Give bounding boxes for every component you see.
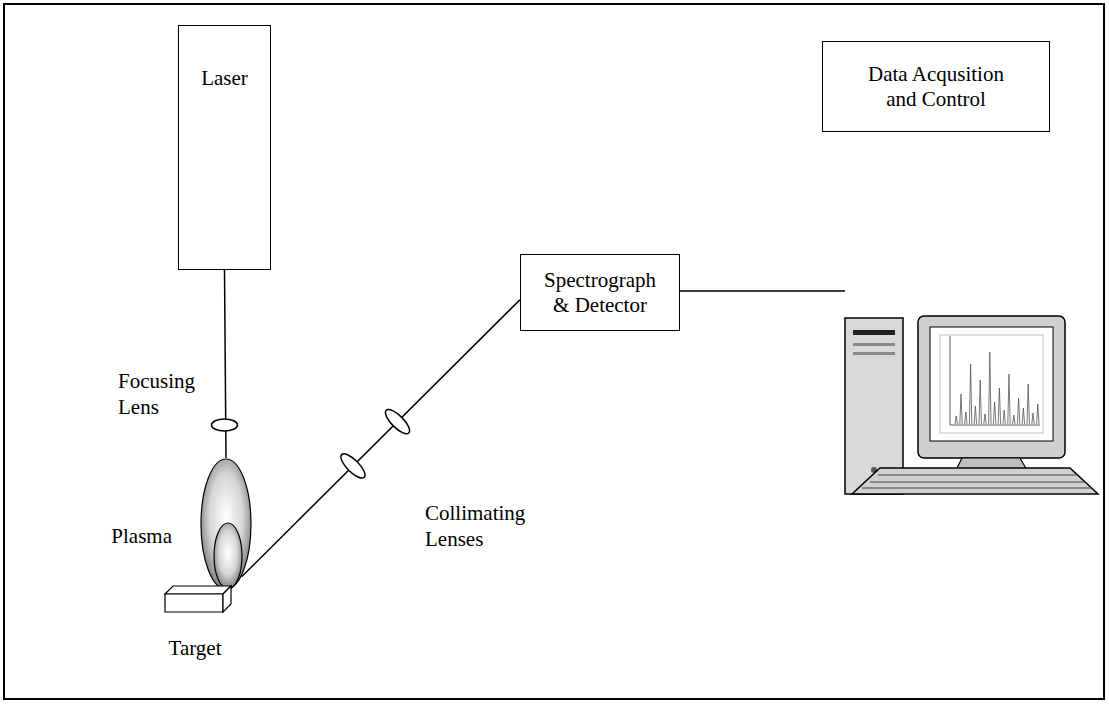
spectrograph-box: Spectrograph & Detector [520, 254, 680, 331]
outer-frame [4, 4, 1104, 699]
data-cable [680, 290, 845, 292]
collimating-lens [337, 450, 368, 481]
computer-illustration [845, 316, 1098, 494]
target-block-outline [163, 584, 233, 614]
data-acquisition-box: Data Acqusition and Control [822, 41, 1050, 132]
focusing-lens [212, 419, 238, 431]
laser-box: Laser [178, 25, 271, 270]
node-text: Data Acqusition and Control [856, 62, 1016, 112]
collimating-lenses-label: Collimating Lenses [425, 500, 535, 553]
plasma-plume: Plasma [200, 458, 252, 590]
node-text: Laser [183, 66, 266, 91]
focusing-lens-label: Focusing Lens [118, 368, 210, 421]
node-text: Plasma [111, 524, 172, 549]
node-text: Target [163, 636, 227, 661]
target-block: Target [163, 584, 233, 614]
collimating-lens [382, 406, 413, 437]
plasma-plume-outline [200, 458, 252, 590]
node-text: Spectrograph & Detector [535, 268, 665, 318]
